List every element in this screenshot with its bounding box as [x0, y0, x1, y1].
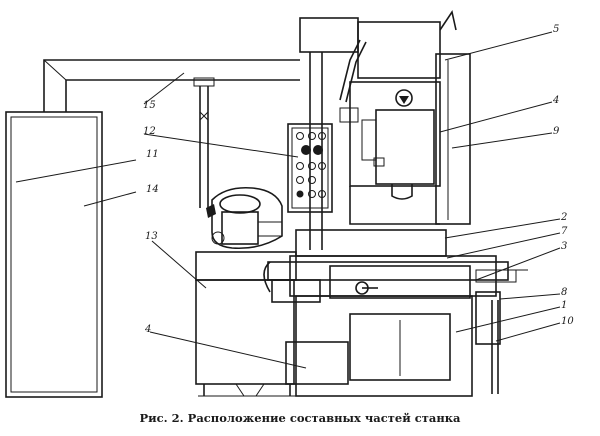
vertical-conduit: [199, 86, 209, 208]
motor-unit: [206, 186, 283, 250]
callout-9: 9: [553, 126, 560, 137]
callout-12: 12: [143, 126, 156, 137]
machine-bed: [285, 229, 497, 397]
callout-14: 14: [146, 184, 159, 195]
column-pipes: [339, 39, 367, 123]
callout-1: 1: [561, 300, 567, 311]
callout-4: 4: [552, 95, 559, 106]
callout-labels: 5 4 9 2 7 3 8 1 10 15 12 11 14 13 4: [143, 24, 574, 335]
electrical-cabinet: [5, 111, 103, 398]
callout-3: 3: [561, 241, 567, 252]
figure-caption: Рис. 2. Расположение составных частей ст…: [139, 411, 461, 425]
overhead-cable-duct: [43, 59, 300, 112]
control-panel: [287, 123, 333, 213]
callout-7: 7: [561, 226, 568, 237]
callout-10: 10: [561, 316, 574, 327]
callout-11: 11: [146, 149, 159, 160]
callout-2: 2: [560, 212, 567, 223]
callout-8: 8: [561, 287, 567, 298]
hydraulic-tank: [195, 251, 300, 397]
callout-15: 15: [143, 100, 156, 111]
work-table: [263, 261, 517, 303]
callout-4-lower: 4: [144, 324, 151, 335]
callout-5: 5: [553, 24, 559, 35]
wheel-head: [349, 81, 441, 225]
callout-leaders: [15, 31, 561, 369]
table-drive: [475, 269, 528, 394]
callout-13: 13: [145, 231, 158, 242]
